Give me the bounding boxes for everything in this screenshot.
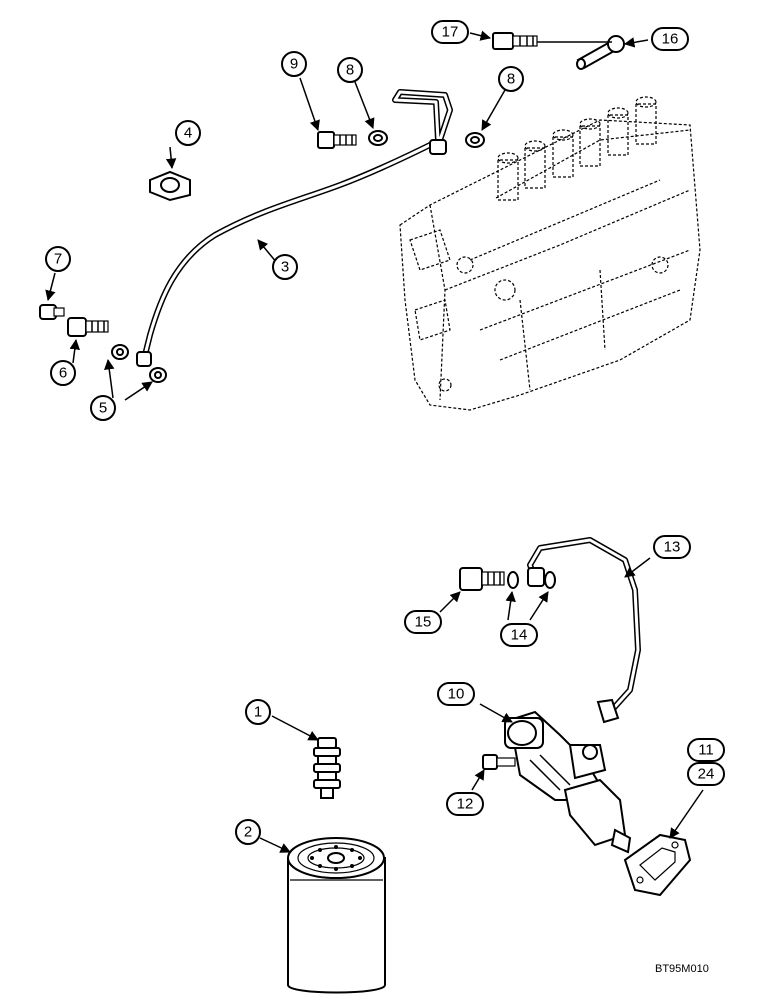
callout-6: 6 — [50, 360, 76, 386]
leader-lines — [45, 30, 704, 853]
bolt-part-12 — [482, 754, 516, 770]
check-valve-part-1 — [313, 737, 341, 799]
callout-17: 17 — [431, 20, 469, 44]
callout-4: 4 — [175, 120, 201, 146]
injection-pump — [399, 96, 701, 411]
svg-text:6: 6 — [59, 365, 67, 382]
banjo-bolt-part-6 — [67, 317, 109, 337]
callout-5: 5 — [90, 395, 116, 421]
svg-text:14: 14 — [511, 627, 528, 644]
callout-12: 12 — [446, 792, 484, 816]
gasket-part-11-24 — [623, 833, 692, 897]
delivery-valves — [495, 96, 691, 201]
svg-text:7: 7 — [54, 251, 62, 268]
callout-15: 15 — [404, 610, 442, 634]
figure-id: BT95M010 — [655, 963, 709, 975]
svg-text:3: 3 — [281, 259, 289, 276]
svg-text:2: 2 — [244, 824, 252, 841]
callout-9: 9 — [281, 51, 307, 77]
banjo-bolt-part-15 — [459, 567, 505, 591]
callout-2: 2 — [235, 819, 261, 845]
svg-text:11: 11 — [698, 742, 714, 759]
washer-part-14a — [507, 571, 519, 589]
bolt-part-17 — [492, 32, 538, 50]
svg-text:8: 8 — [346, 62, 354, 79]
filter-holes — [310, 845, 362, 871]
callout-14: 14 — [500, 623, 538, 647]
svg-text:8: 8 — [507, 71, 515, 88]
washer-part-14b — [544, 571, 556, 589]
svg-text:13: 13 — [664, 539, 681, 556]
svg-text:9: 9 — [290, 56, 298, 73]
fuel-filter-part-2 — [287, 837, 386, 994]
fuel-line-13 — [527, 537, 641, 724]
svg-text:10: 10 — [448, 686, 465, 703]
svg-text:15: 15 — [415, 614, 432, 631]
svg-text:24: 24 — [698, 766, 715, 783]
svg-text:16: 16 — [662, 31, 679, 48]
banjo-bolt-part-9 — [317, 131, 357, 149]
fitting-part-7 — [39, 304, 65, 320]
callout-11: 11 — [687, 738, 725, 762]
svg-text:5: 5 — [99, 400, 107, 417]
callout-10: 10 — [437, 682, 475, 706]
callout-13: 13 — [653, 535, 691, 559]
svg-text:4: 4 — [184, 125, 192, 142]
fuel-line-3 — [136, 89, 453, 367]
callout-8b: 8 — [498, 66, 524, 92]
svg-text:17: 17 — [442, 24, 459, 41]
callout-24: 24 — [687, 762, 725, 786]
clamp-part-4 — [149, 170, 191, 202]
svg-text:12: 12 — [457, 796, 474, 813]
lift-pump-part-10 — [504, 710, 632, 854]
callout-3: 3 — [272, 254, 298, 280]
tube-fitting-part-16 — [576, 35, 625, 70]
callout-16: 16 — [651, 27, 689, 51]
callout-7: 7 — [45, 246, 71, 272]
callout-8a: 8 — [337, 57, 363, 83]
callout-1: 1 — [245, 699, 271, 725]
svg-text:1: 1 — [254, 704, 262, 721]
